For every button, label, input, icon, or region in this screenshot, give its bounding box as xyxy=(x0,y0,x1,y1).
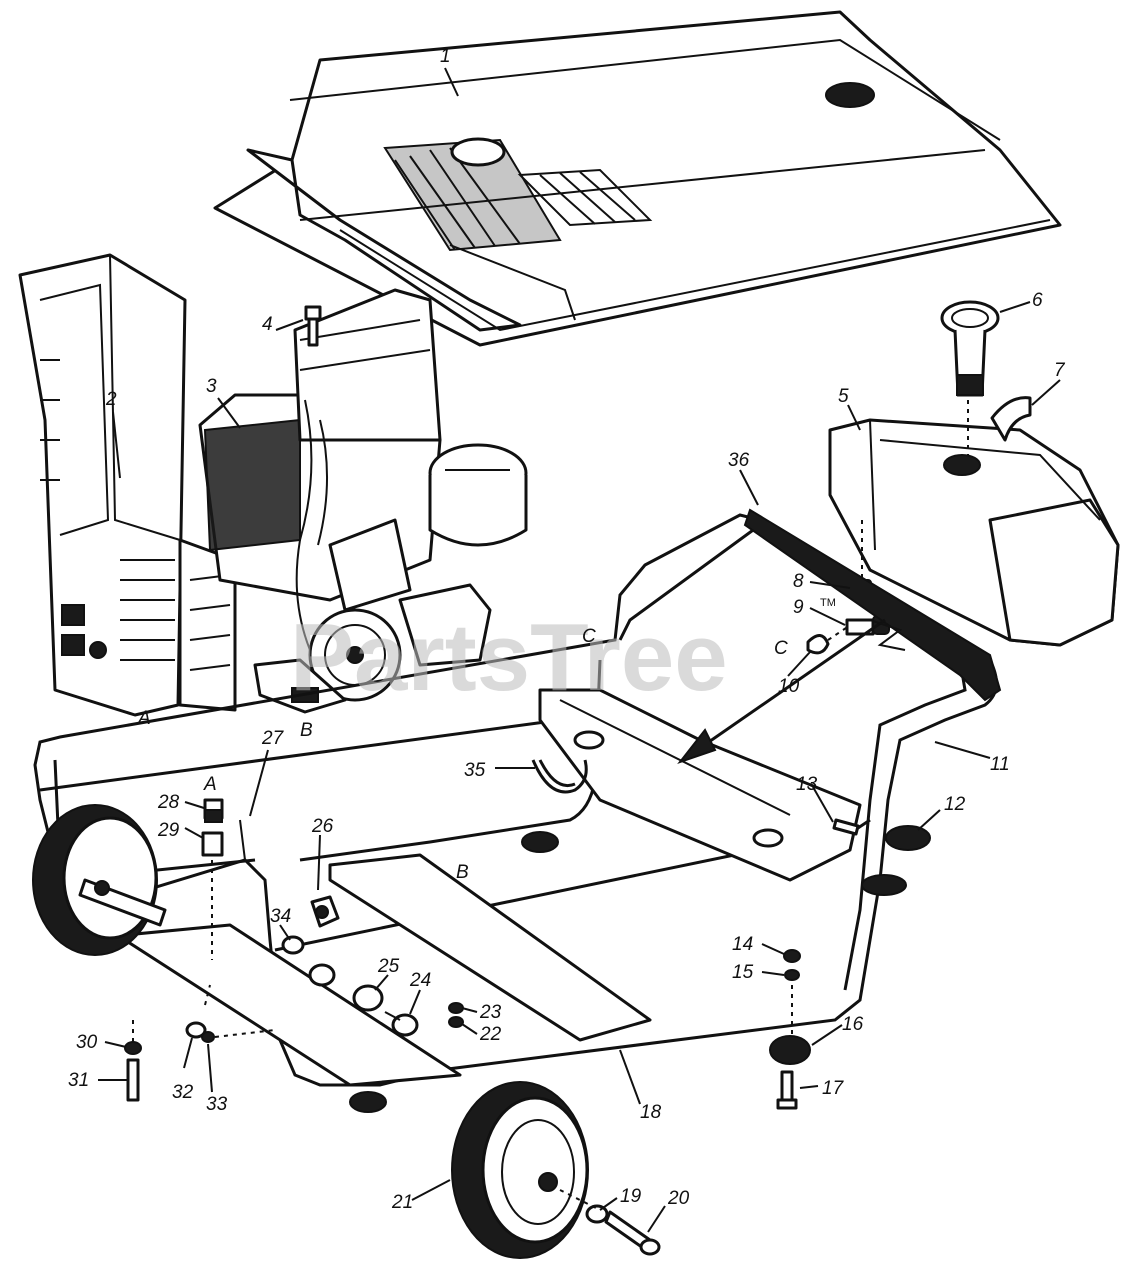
outlet-receptacle xyxy=(89,641,107,659)
callout-35: 35 xyxy=(464,760,486,781)
wheel-21 xyxy=(451,1081,589,1259)
bolt-4 xyxy=(304,305,322,347)
connector-a-alternator: A xyxy=(137,708,151,729)
callout-26: 26 xyxy=(311,816,334,837)
callout-10: 10 xyxy=(778,676,800,697)
callout-34: 34 xyxy=(270,906,291,927)
callout-23: 23 xyxy=(479,1002,502,1023)
washer-19 xyxy=(585,1204,609,1224)
bolt-31 xyxy=(126,1058,140,1102)
washer-33 xyxy=(201,1031,215,1043)
callout-8: 8 xyxy=(793,571,804,592)
connector-c-clamp: C xyxy=(774,638,788,659)
callout-22: 22 xyxy=(479,1024,502,1045)
tank-filler-neck xyxy=(943,454,981,476)
nut-23 xyxy=(448,1002,464,1014)
callout-12: 12 xyxy=(944,794,966,815)
connector-labels: A A B B C C xyxy=(137,626,788,883)
callout-31: 31 xyxy=(68,1070,89,1091)
connector-c-frame: C xyxy=(582,626,596,647)
callout-1: 1 xyxy=(440,46,451,67)
rubber-grommet-12 xyxy=(885,825,931,851)
callout-16: 16 xyxy=(842,1014,864,1035)
wire-27 xyxy=(239,819,261,876)
callout-6: 6 xyxy=(1032,290,1043,311)
bolt-13 xyxy=(832,818,860,836)
cover-fill-hole xyxy=(450,137,506,167)
vent-hose xyxy=(990,396,1032,442)
callout-33: 33 xyxy=(206,1094,228,1115)
callout-5: 5 xyxy=(838,386,849,407)
axle-parts xyxy=(559,1189,661,1256)
callout-30: 30 xyxy=(76,1032,98,1053)
outlet-receptacle xyxy=(61,634,85,656)
callout-11: 11 xyxy=(990,754,1010,775)
outlet-receptacle xyxy=(61,604,85,626)
nut-30 xyxy=(124,1041,142,1055)
spacer-29 xyxy=(201,831,224,857)
hardware-left xyxy=(124,798,464,1102)
assembly-arrow xyxy=(677,618,906,765)
callout-27: 27 xyxy=(261,728,285,749)
callout-17: 17 xyxy=(822,1078,845,1099)
callout-19: 19 xyxy=(620,1186,642,1207)
connector-a-bumper: A xyxy=(203,774,217,795)
left-wheel xyxy=(32,804,167,956)
callout-labels: 1 2 3 4 5 6 7 36 8 9 10 11 12 13 14 15 1… xyxy=(68,46,1066,1213)
callout-20: 20 xyxy=(667,1188,690,1209)
base-tray xyxy=(123,688,862,1087)
nut-32 xyxy=(185,1021,207,1039)
fuel-hose-35 xyxy=(531,759,588,794)
callout-36: 36 xyxy=(728,450,750,471)
callout-15: 15 xyxy=(732,962,754,983)
handle-grip xyxy=(743,508,1002,702)
fuel-tank xyxy=(828,418,1120,647)
callout-21: 21 xyxy=(391,1192,413,1213)
hardware-right xyxy=(769,818,860,1110)
cover-vent-slots xyxy=(383,138,653,252)
connector-b-base: B xyxy=(456,862,469,883)
fuel-gauge-cap xyxy=(940,300,1000,455)
callout-14: 14 xyxy=(732,934,753,955)
washer-25 xyxy=(352,984,384,1012)
callout-18: 18 xyxy=(640,1102,662,1123)
alternator-housing xyxy=(18,253,237,717)
callout-32: 32 xyxy=(172,1082,194,1103)
leader-lines xyxy=(98,67,1061,1233)
callout-9: 9 xyxy=(793,597,804,618)
callout-13: 13 xyxy=(796,774,818,795)
watermark: PartsTree xyxy=(290,604,728,711)
callout-28: 28 xyxy=(157,792,180,813)
hose-clamp xyxy=(806,634,830,655)
callout-24: 24 xyxy=(409,970,431,991)
alternator-fins xyxy=(40,359,175,661)
trademark-mark: TM xyxy=(820,597,836,609)
callout-7: 7 xyxy=(1054,360,1066,381)
washer-22 xyxy=(448,1016,464,1028)
washer-15 xyxy=(784,969,800,981)
top-cover xyxy=(213,10,1062,347)
cover-fuel-hole xyxy=(825,82,875,108)
callout-4: 4 xyxy=(262,314,273,335)
connector-b-engine: B xyxy=(300,720,313,741)
callout-29: 29 xyxy=(157,820,180,841)
callout-25: 25 xyxy=(377,956,400,977)
callout-2: 2 xyxy=(105,389,117,410)
callout-3: 3 xyxy=(206,376,217,397)
frame-feet xyxy=(349,825,931,1113)
grommet-34 xyxy=(281,935,305,955)
nut-14 xyxy=(783,949,801,963)
rubber-foot-16 xyxy=(769,1035,811,1065)
